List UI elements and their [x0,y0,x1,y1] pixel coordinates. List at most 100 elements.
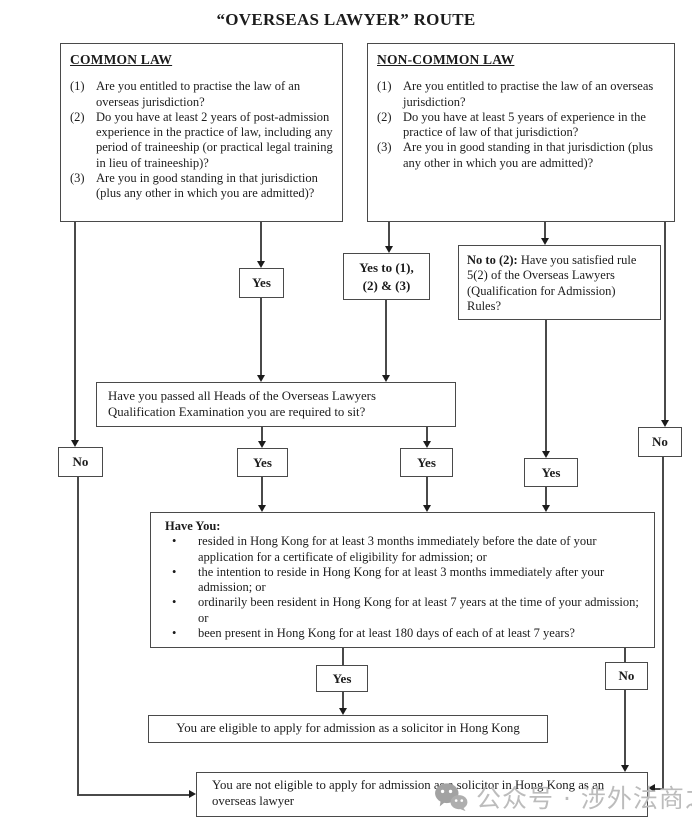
flowchart-title: “OVERSEAS LAWYER” ROUTE [216,10,476,29]
non-common-law-question-2: (2) Do you have at least 5 years of expe… [377,110,665,141]
yes-to-line2: (2) & (3) [362,277,411,293]
non-common-law-question-1: (1) Are you entitled to practise the law… [377,79,665,110]
exam-question-box: Have you passed all Heads of the Oversea… [96,382,456,427]
bullet-text: the intention to reside in Hong Kong for… [198,564,605,594]
connector-line [260,298,262,376]
yes-123-box: Yes to (1), (2) & (3) [343,253,430,300]
no-to-2-bold: No to (2): [467,253,518,267]
question-number: (3) [70,170,85,185]
non-common-law-box: NON-COMMON LAW (1) Are you entitled to p… [367,43,675,222]
bullet-icon: • [172,534,177,549]
bullet-text: ordinarily been resident in Hong Kong fo… [198,595,639,625]
arrowhead-down-icon [661,420,669,427]
yes-label: Yes [253,454,272,470]
yes-rule-box: Yes [524,458,578,487]
common-law-question-2: (2) Do you have at least 2 years of post… [70,110,333,171]
no-residence-box: No [605,662,648,690]
yes-label: Yes [252,275,271,291]
bullet-icon: • [172,625,177,640]
arrowhead-down-icon [423,441,431,448]
non-common-law-question-3: (3) Are you in good standing in that jur… [377,140,665,171]
have-you-heading: Have You: [165,519,221,533]
yes-residence-box: Yes [316,665,368,692]
arrowhead-down-icon [423,505,431,512]
common-law-question-3: (3) Are you in good standing in that jur… [70,171,333,202]
connector-line [624,648,626,663]
question-text: Do you have at least 2 years of post-adm… [96,109,333,170]
yes-label: Yes [541,464,561,480]
bullet-icon: • [172,595,177,610]
connector-line [426,477,428,506]
question-number: (3) [377,140,392,155]
connector-line [74,222,76,441]
connector-line [261,427,263,442]
question-text: Do you have at least 5 years of experien… [403,109,646,140]
connector-line [385,300,387,376]
yes-label: Yes [332,670,352,686]
common-law-box: COMMON LAW (1) Are you entitled to pract… [60,43,343,222]
no-to-2-box: No to (2): Have you satisfied rule 5(2) … [458,245,661,320]
arrowhead-down-icon [339,708,347,715]
connector-line [655,788,664,790]
have-you-bullet-1: • resided in Hong Kong for at least 3 mo… [165,534,646,565]
question-text: Are you in good standing in that jurisdi… [403,140,653,170]
yes-exam-right-box: Yes [400,448,453,477]
question-number: (1) [377,79,392,94]
connector-line [342,692,344,709]
connector-line [77,477,79,795]
question-text: Are you entitled to practise the law of … [96,79,301,109]
arrowhead-down-icon [621,765,629,772]
have-you-box: Have You: • resided in Hong Kong for at … [150,512,655,648]
common-law-heading: COMMON LAW [70,52,173,67]
not-eligible-box: You are not eligible to apply for admiss… [196,772,648,817]
eligible-box: You are eligible to apply for admission … [148,715,548,743]
connector-line [624,690,626,766]
arrowhead-down-icon [382,375,390,382]
arrowhead-down-icon [257,375,265,382]
common-law-question-1: (1) Are you entitled to practise the law… [70,79,333,110]
yes-exam-left-box: Yes [237,448,288,477]
no-label: No [72,454,89,470]
no-right-box: No [638,427,682,457]
arrowhead-left-icon [648,784,655,792]
arrowhead-down-icon [385,246,393,253]
connector-line [342,648,344,666]
connector-line [388,222,390,247]
have-you-bullet-3: • ordinarily been resident in Hong Kong … [165,595,646,626]
question-number: (2) [70,109,85,124]
connector-line [545,487,547,506]
bullet-text: been present in Hong Kong for at least 1… [198,625,575,640]
no-label: No [618,668,635,684]
arrowhead-down-icon [542,505,550,512]
have-you-bullet-2: • the intention to reside in Hong Kong f… [165,565,646,596]
no-label: No [652,434,668,450]
arrowhead-down-icon [257,261,265,268]
have-you-bullet-4: • been present in Hong Kong for at least… [165,626,646,641]
bullet-icon: • [172,564,177,579]
connector-line [662,457,664,789]
connector-line [544,222,546,239]
eligible-text: You are eligible to apply for admission … [176,721,520,736]
arrowhead-right-icon [189,790,196,798]
question-number: (1) [70,79,85,94]
yes-label: Yes [417,454,436,470]
not-eligible-text: You are not eligible to apply for admiss… [212,778,605,808]
connector-line [77,794,189,796]
question-text: Are you entitled to practise the law of … [403,79,654,109]
arrowhead-down-icon [258,505,266,512]
arrowhead-down-icon [541,238,549,245]
no-left-box: No [58,447,103,477]
non-common-law-heading: NON-COMMON LAW [377,52,515,67]
arrowhead-down-icon [71,440,79,447]
connector-line [260,222,262,262]
arrowhead-down-icon [542,451,550,458]
connector-line [664,222,666,421]
exam-question-text: Have you passed all Heads of the Oversea… [108,389,376,419]
connector-line [545,320,547,452]
connector-line [261,477,263,506]
yes-to-line1: Yes to (1), [359,259,414,275]
connector-line [426,427,428,442]
arrowhead-down-icon [258,441,266,448]
question-number: (2) [377,109,392,124]
